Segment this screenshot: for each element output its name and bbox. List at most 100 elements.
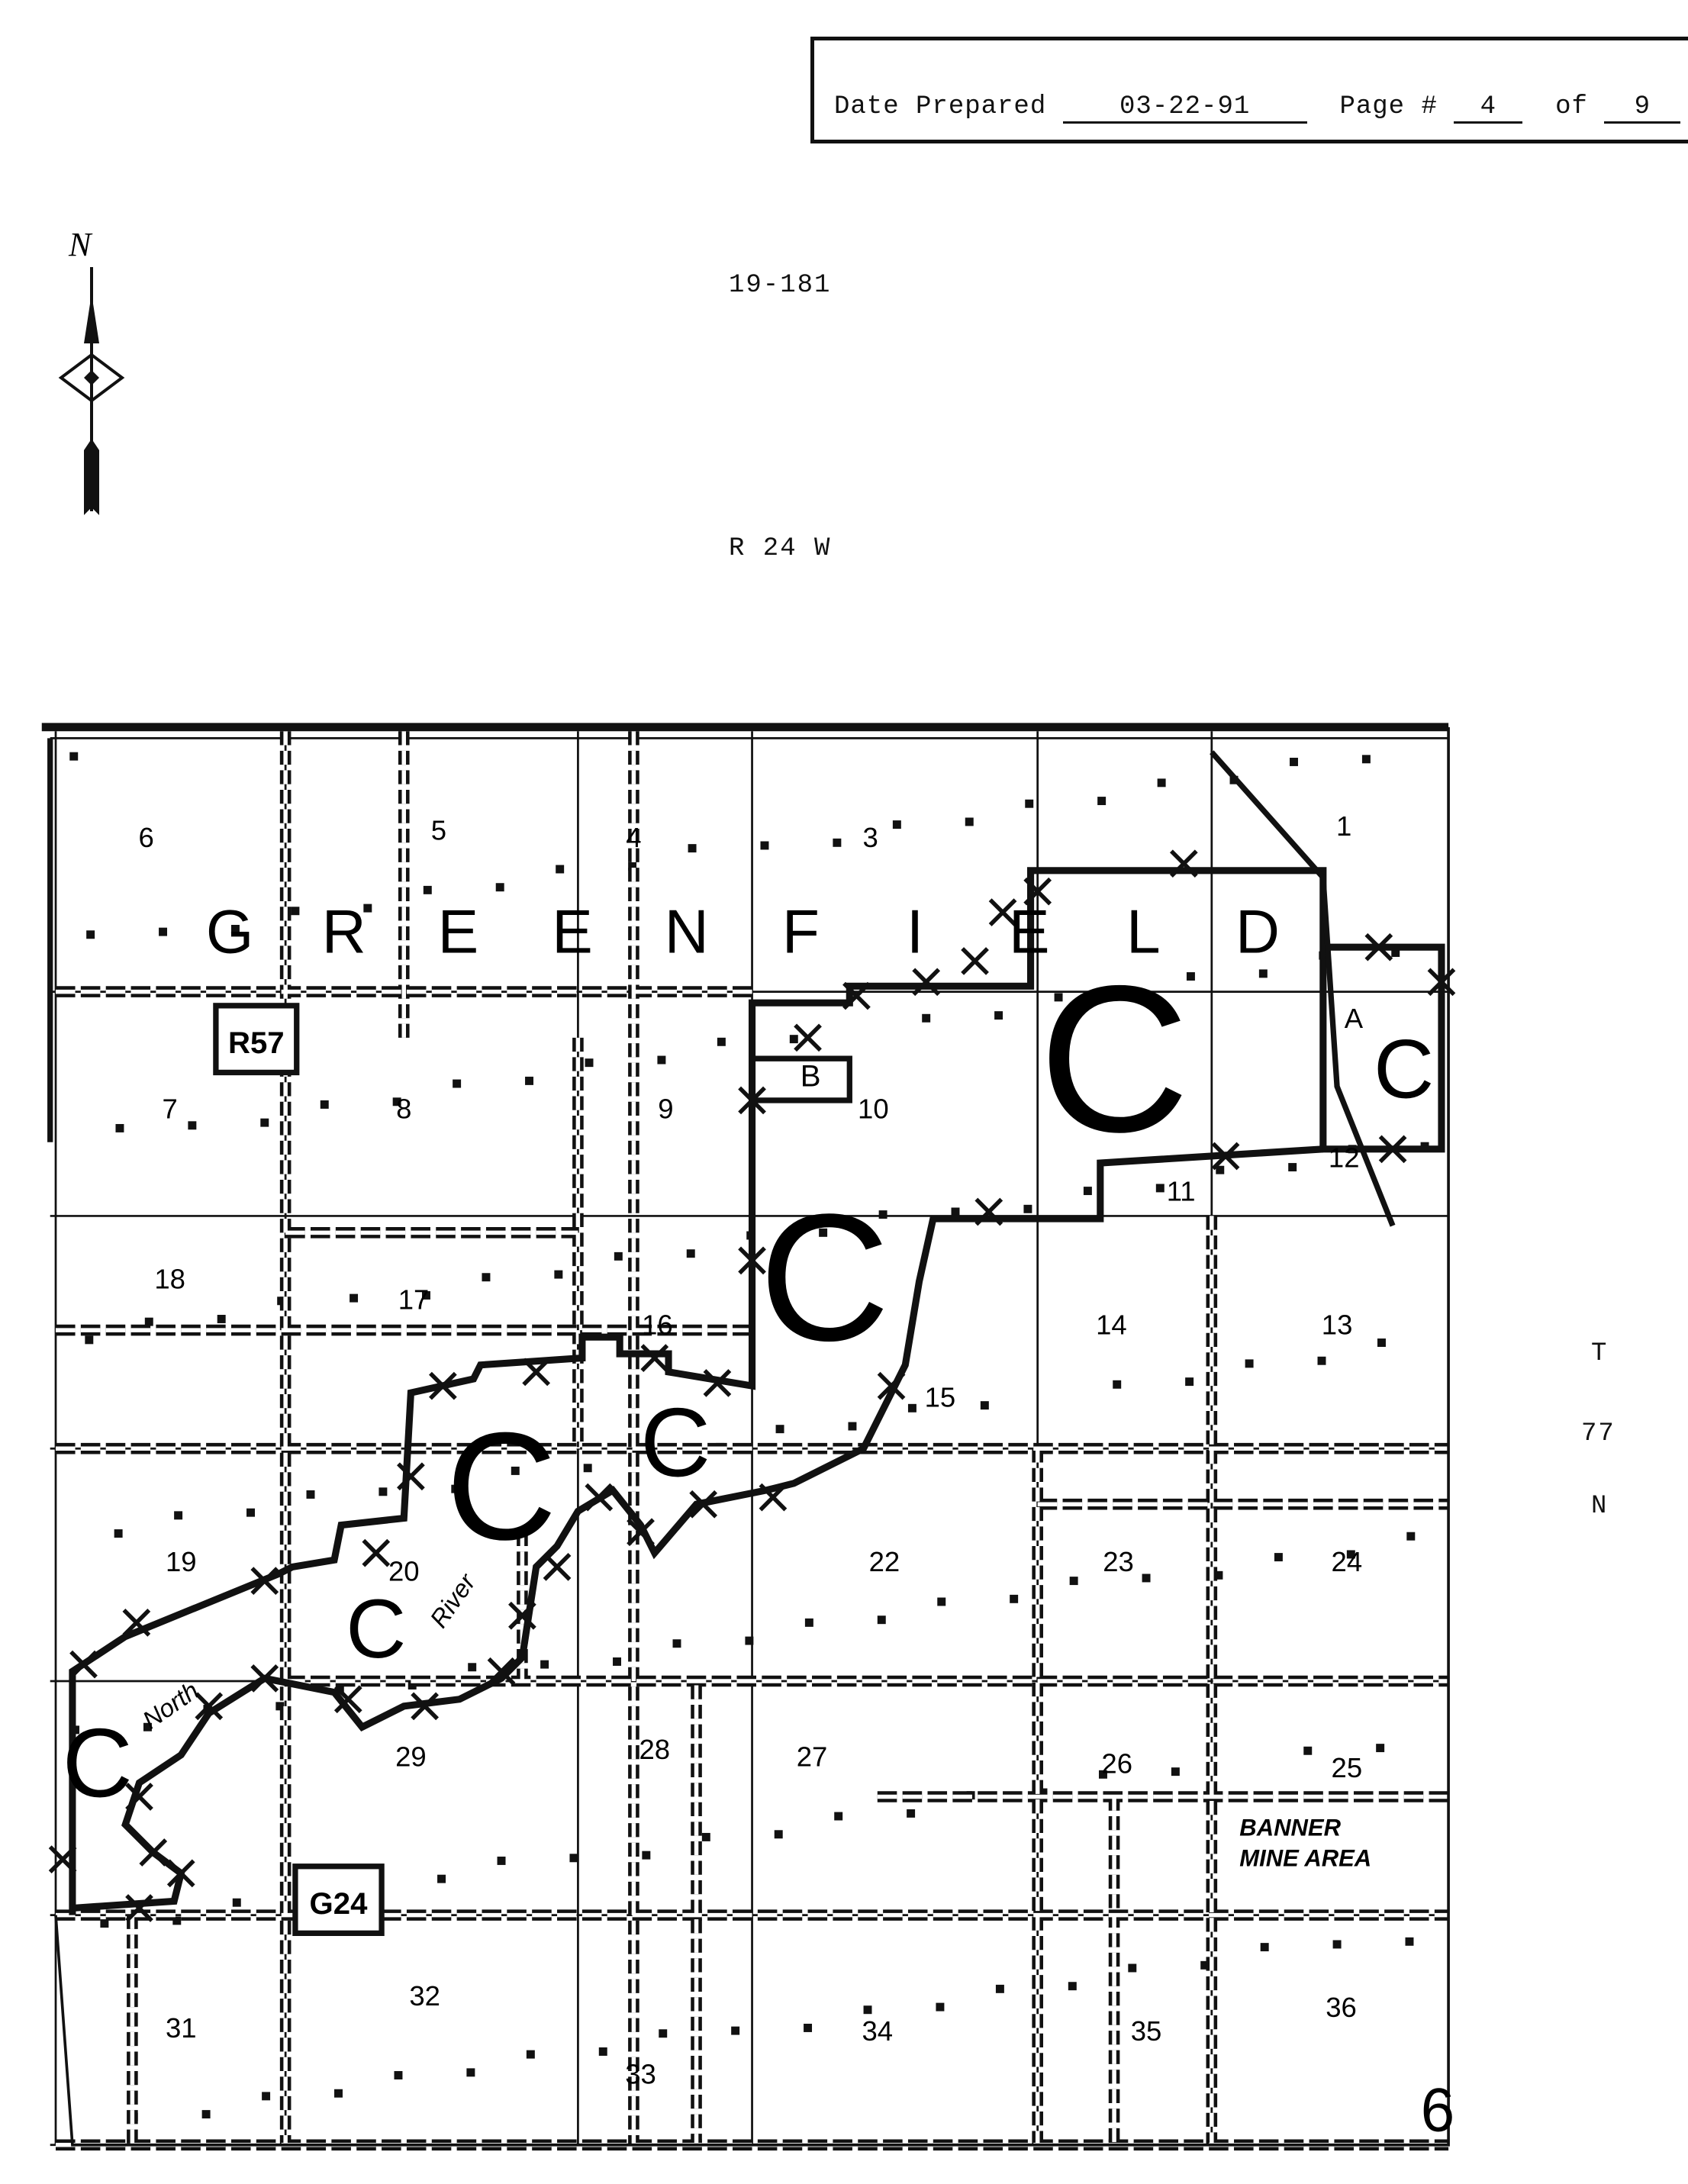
section-number: 33: [625, 2058, 656, 2089]
building-marker: [598, 2047, 607, 2056]
section-number: 7: [163, 1094, 178, 1125]
building-marker: [556, 865, 565, 874]
section-number: 32: [409, 1980, 440, 2012]
building-marker: [877, 1615, 886, 1625]
zone-label: C: [63, 1709, 133, 1818]
zone-label: C: [640, 1389, 710, 1498]
boundary-cross-marker: [1427, 968, 1456, 997]
building-marker: [892, 820, 901, 829]
section-number: 18: [154, 1263, 185, 1294]
building-marker: [569, 1854, 578, 1863]
boundary-cross-marker: [689, 1490, 718, 1519]
building-marker: [760, 841, 769, 850]
building-marker: [878, 1210, 887, 1219]
township-number: 77: [1581, 1419, 1616, 1448]
route-shield-r57: [213, 1003, 300, 1076]
boundary-cross-marker: [122, 1608, 151, 1637]
section-number: 16: [642, 1309, 673, 1341]
page-value: 4: [1454, 92, 1523, 124]
boundary-cross-marker: [429, 1371, 457, 1400]
building-marker: [260, 1118, 269, 1127]
building-marker: [1361, 755, 1371, 764]
boundary-cross-marker: [333, 1685, 362, 1714]
section-number: 4: [626, 822, 641, 853]
boundary-cross-marker: [1378, 1135, 1407, 1164]
building-marker: [1260, 1943, 1269, 1952]
building-marker: [672, 1639, 681, 1648]
building-marker: [745, 1636, 754, 1645]
building-marker: [585, 1058, 594, 1068]
building-marker: [232, 1898, 241, 1907]
range-label: R 24 W: [729, 534, 832, 563]
boundary-cross-marker: [640, 1344, 669, 1372]
section-number: 24: [1332, 1546, 1363, 1577]
total-value: 9: [1604, 92, 1681, 124]
building-marker: [613, 1657, 621, 1666]
building-marker: [657, 1055, 666, 1065]
building-marker: [994, 1011, 1003, 1020]
building-marker: [1157, 778, 1166, 788]
boundary-cross-marker: [522, 1358, 551, 1387]
section-number: 28: [639, 1734, 670, 1765]
building-marker: [701, 1832, 710, 1841]
building-marker: [291, 907, 300, 916]
boundary-cross-marker: [738, 1086, 766, 1115]
township-name-letter: G: [206, 897, 253, 966]
building-marker: [1406, 1532, 1416, 1541]
boundary-markers: [48, 849, 1456, 1922]
building-marker: [1405, 1937, 1414, 1946]
building-marker: [114, 1529, 123, 1538]
building-marker: [717, 1037, 726, 1046]
building-marker: [1303, 1746, 1313, 1755]
building-marker: [262, 2092, 271, 2101]
route-label-g24: G24: [310, 1886, 369, 1921]
building-marker: [363, 904, 372, 913]
building-marker: [1155, 1184, 1165, 1193]
boundary-cross-marker: [487, 1657, 516, 1686]
building-marker: [392, 1097, 401, 1106]
section-number: 11: [1167, 1175, 1196, 1206]
boundary-cross-marker: [397, 1462, 425, 1491]
section-number: 3: [863, 822, 878, 853]
section-number: 6: [138, 822, 153, 853]
boundary-cross-marker: [125, 1894, 153, 1922]
township-name-letter: E: [1009, 897, 1050, 966]
boundary-cross-marker: [988, 898, 1017, 926]
section-number: 1: [1336, 810, 1351, 842]
boundary-cross-marker: [585, 1483, 614, 1512]
boundary-cross-marker: [961, 947, 989, 975]
building-marker: [85, 1335, 94, 1345]
boundary-cross-marker: [1211, 1142, 1240, 1171]
township-name-letter: E: [552, 897, 593, 966]
building-marker: [774, 1830, 783, 1839]
building-marker: [922, 1013, 931, 1023]
map-id: 19-181: [729, 271, 832, 300]
building-marker: [422, 1290, 430, 1300]
building-marker: [217, 1315, 226, 1323]
building-marker: [468, 1663, 477, 1672]
building-marker: [686, 1249, 695, 1258]
building-marker: [334, 2089, 343, 2098]
section-number: 27: [797, 1741, 828, 1772]
section-number: 34: [862, 2015, 893, 2047]
building-marker: [688, 844, 697, 853]
building-marker: [628, 862, 637, 871]
building-marker: [1258, 969, 1268, 978]
building-marker: [174, 1511, 183, 1520]
boundary-cross-marker: [166, 1859, 195, 1888]
building-marker: [1376, 1744, 1385, 1753]
section-number: 8: [396, 1094, 411, 1125]
boundary-cross-marker: [877, 1371, 906, 1400]
zone-label: C: [1374, 1023, 1434, 1116]
building-marker: [834, 1812, 843, 1821]
building-marker: [907, 1403, 916, 1413]
boundary-cross-marker: [1169, 849, 1198, 878]
section-number: 29: [395, 1741, 427, 1772]
route-label-r57: R57: [228, 1026, 285, 1060]
township-name-letter: I: [907, 897, 923, 966]
zone-boundary: [41, 723, 1450, 2147]
boundary-cross-marker: [1364, 933, 1393, 962]
building-marker: [848, 1422, 857, 1431]
boundary-cross-marker: [139, 1838, 168, 1867]
